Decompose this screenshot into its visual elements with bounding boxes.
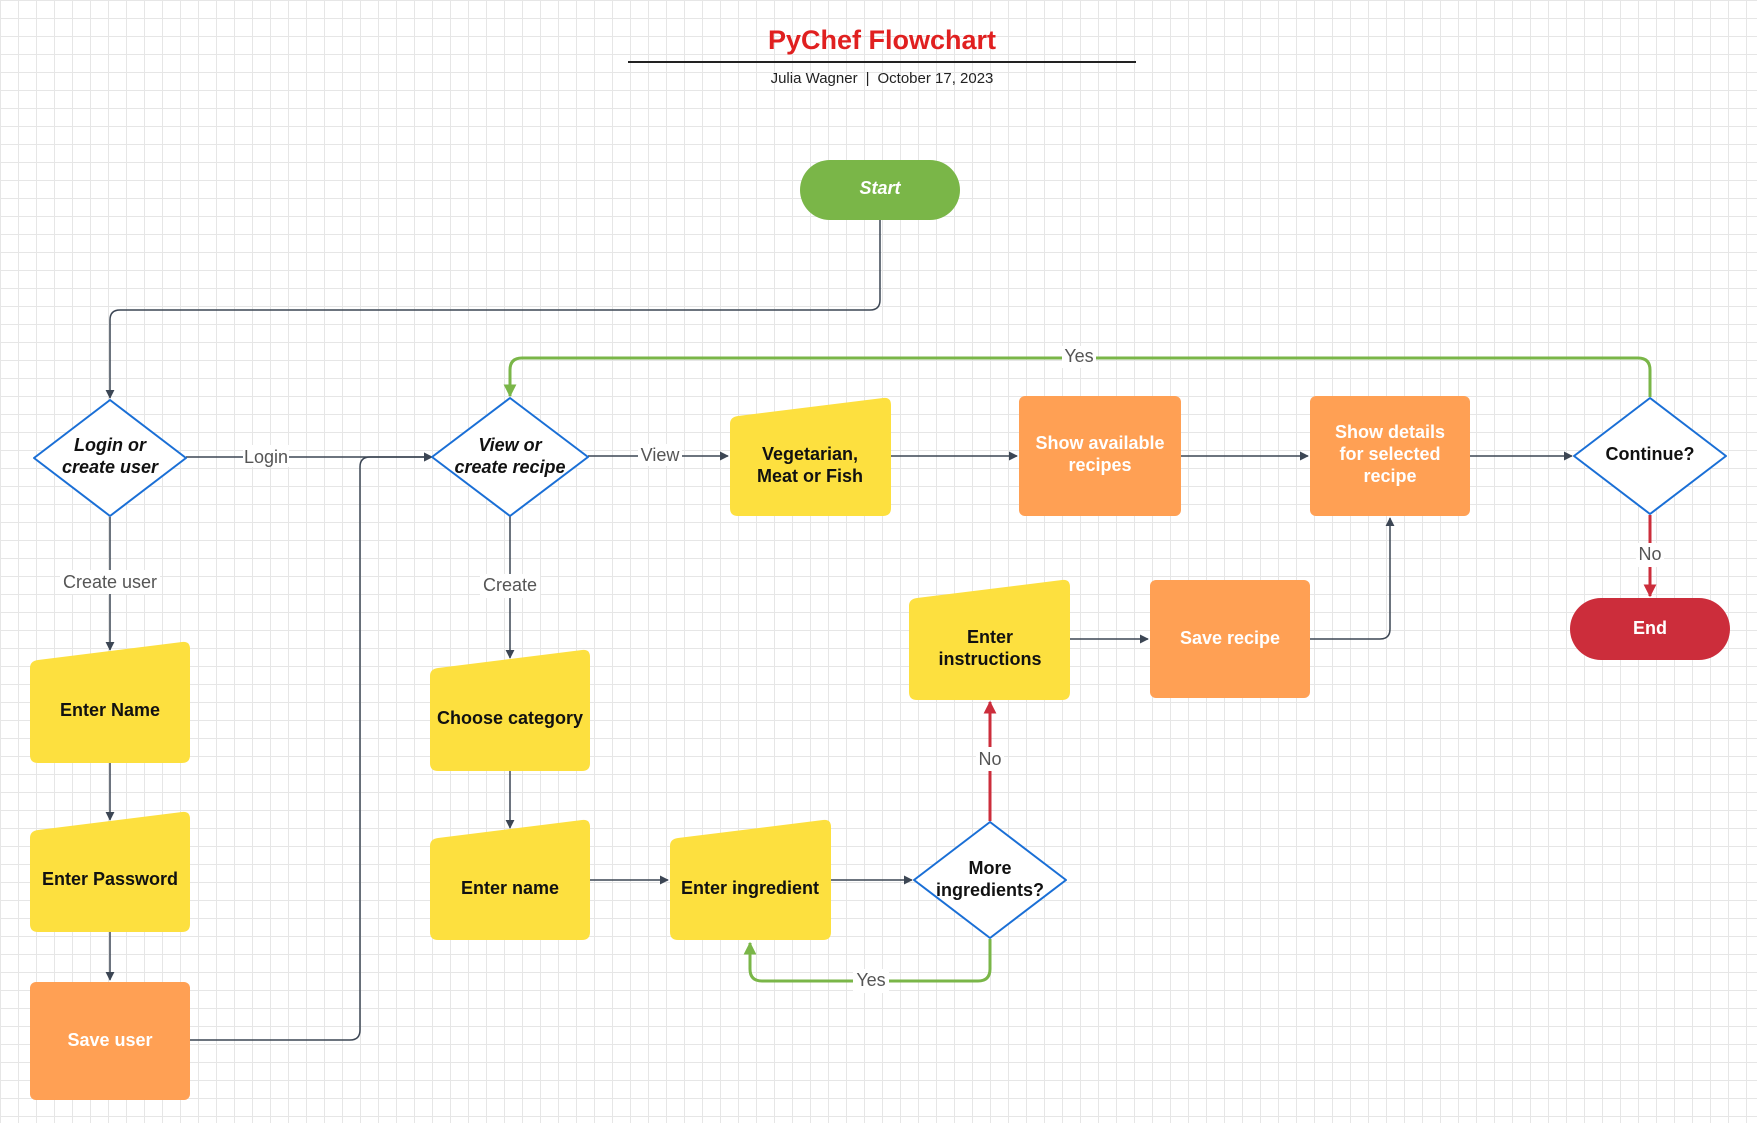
category-selection-line-2: Meat or Fish bbox=[757, 466, 863, 486]
edge-label-more-yes: Yes bbox=[856, 970, 885, 990]
start-label: Start bbox=[859, 178, 901, 198]
enter-name-user-input[interactable]: Enter Name bbox=[30, 641, 190, 763]
enter-ingredient-label: Enter ingredient bbox=[681, 878, 819, 898]
continue-decision[interactable]: Continue? bbox=[1573, 397, 1727, 515]
enter-name-recipe-label: Enter name bbox=[461, 878, 559, 898]
show-details-line-2: for selected bbox=[1339, 444, 1440, 464]
show-details-line-3: recipe bbox=[1363, 466, 1416, 486]
view-decision-line-2: create recipe bbox=[454, 457, 565, 477]
save-user-process[interactable]: Save user bbox=[30, 982, 190, 1100]
enter-instructions-line-2: instructions bbox=[938, 649, 1041, 669]
diagram-header: PyChef Flowchart Julia Wagner | October 17… bbox=[628, 20, 1136, 87]
choose-category-label: Choose category bbox=[437, 708, 583, 728]
end-terminator[interactable]: End bbox=[1570, 598, 1730, 660]
edge-label-more-no: No bbox=[978, 749, 1001, 769]
show-recipe-details-process[interactable]: Show details for selected recipe bbox=[1310, 396, 1470, 516]
enter-ingredient-input[interactable]: Enter ingredient bbox=[670, 819, 831, 940]
continue-label: Continue? bbox=[1606, 444, 1695, 464]
edge-start-to-login bbox=[105, 220, 881, 399]
login-decision-line-2: create user bbox=[62, 457, 159, 477]
enter-name-recipe-input[interactable]: Enter name bbox=[430, 819, 590, 940]
edge-save-user-to-view bbox=[190, 452, 433, 1041]
save-recipe-process[interactable]: Save recipe bbox=[1150, 580, 1310, 698]
show-available-recipes-process[interactable]: Show available recipes bbox=[1019, 396, 1181, 516]
more-ingredients-line-2: ingredients? bbox=[936, 880, 1044, 900]
enter-password-label: Enter Password bbox=[42, 869, 178, 889]
category-selection-input[interactable]: Vegetarian, Meat or Fish bbox=[730, 397, 891, 516]
choose-category-input[interactable]: Choose category bbox=[430, 649, 590, 771]
save-user-label: Save user bbox=[67, 1030, 152, 1050]
byline-separator: | bbox=[865, 70, 870, 87]
title-underline bbox=[628, 61, 1136, 63]
edge-save-recipe-to-details bbox=[1310, 517, 1395, 640]
byline: Julia Wagner | October 17, 2023 bbox=[628, 70, 1136, 87]
author-name: Julia Wagner bbox=[770, 70, 858, 87]
end-label: End bbox=[1633, 618, 1667, 638]
edge-label-create: Create bbox=[483, 575, 537, 595]
more-ingredients-line-1: More bbox=[968, 858, 1011, 878]
login-decision-line-1: Login or bbox=[74, 435, 147, 455]
start-terminator[interactable]: Start bbox=[800, 160, 960, 220]
edge-label-continue-no: No bbox=[1638, 544, 1661, 564]
save-recipe-label: Save recipe bbox=[1180, 628, 1280, 648]
edge-label-create-user: Create user bbox=[63, 572, 157, 592]
show-recipes-line-2: recipes bbox=[1068, 455, 1131, 475]
connectors bbox=[105, 220, 1657, 1041]
more-ingredients-decision[interactable]: More ingredients? bbox=[913, 821, 1067, 939]
login-or-create-decision[interactable]: Login or create user bbox=[33, 399, 187, 517]
view-decision-line-1: View or bbox=[478, 435, 542, 455]
diagram-date: October 17, 2023 bbox=[877, 70, 994, 87]
enter-instructions-input[interactable]: Enter instructions bbox=[909, 579, 1070, 700]
category-selection-line-1: Vegetarian, bbox=[762, 444, 858, 464]
edge-label-view: View bbox=[641, 445, 681, 465]
show-details-line-1: Show details bbox=[1335, 422, 1445, 442]
view-or-create-decision[interactable]: View or create recipe bbox=[431, 397, 589, 517]
enter-instructions-line-1: Enter bbox=[967, 627, 1013, 647]
diagram-title: PyChef Flowchart bbox=[767, 25, 997, 55]
edge-label-login: Login bbox=[244, 447, 288, 467]
edge-labels: Login Create user View Create Yes No Yes… bbox=[60, 346, 1664, 993]
enter-name-user-label: Enter Name bbox=[60, 700, 160, 720]
show-recipes-line-1: Show available bbox=[1035, 433, 1164, 453]
enter-password-input[interactable]: Enter Password bbox=[30, 811, 190, 932]
edge-label-continue-yes: Yes bbox=[1064, 346, 1093, 366]
